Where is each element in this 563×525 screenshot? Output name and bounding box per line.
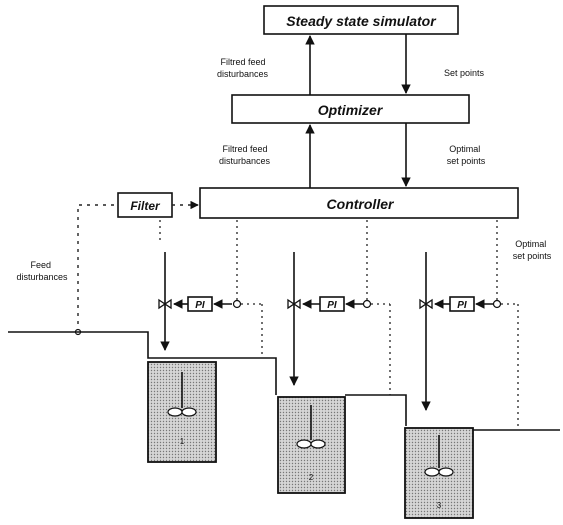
tank-3: 3 [404,427,474,519]
upper-signal-lines [305,34,411,188]
valve-1-icon [158,298,172,310]
filtred-feed-label-upper: Filtred feed disturbances [217,57,269,79]
control-loop-3: PI [419,252,519,430]
optimizer-label: Optimizer [318,102,384,118]
optimal-set-points-label-right: Optimal set points [513,239,552,261]
valve-3-icon [419,298,433,310]
feed-measure-dashed-line [77,204,116,332]
process-piping [8,331,560,431]
filter-label: Filter [130,199,161,213]
pi-controller-1-label: PI [195,300,205,311]
simulator-label: Steady state simulator [286,13,437,29]
control-loop-2: PI [287,252,391,395]
control-loop-1: PI [158,252,263,358]
pi-controller-3-label: PI [457,300,467,311]
valve-2-icon [287,298,301,310]
controller-block: Controller [199,187,519,219]
optimal-set-points-label-upper: Optimal set points [447,144,486,166]
sensor-2-icon [362,299,372,309]
tank-3-number: 3 [437,501,442,510]
sensor-3-icon [492,299,502,309]
agitator-1-icon [167,407,183,417]
tank-2: 2 [277,396,346,494]
overflow-pipe-1 [216,357,277,395]
agitator-3-icon [424,467,440,477]
sensor-1-icon [232,299,242,309]
feed-disturbances-label: Feed disturbances [16,260,68,282]
optimizer-block: Optimizer [231,94,470,124]
agitator-2-icon [296,439,312,449]
filtred-feed-label-lower: Filtred feed disturbances [219,144,271,166]
pi-controller-2-label: PI [327,300,337,311]
tank-1: 1 [147,361,217,463]
tank-1-number: 1 [180,437,185,446]
feed-disturbance-path [74,200,199,336]
tank-2-number: 2 [309,473,314,482]
set-points-label: Set points [444,68,485,78]
overflow-pipe-2 [345,394,407,426]
feed-pipe [8,331,216,359]
controller-label: Controller [327,196,395,212]
steady-state-simulator-block: Steady state simulator [263,5,459,35]
controller-output-lines [159,220,368,300]
filter-block: Filter [117,192,173,218]
